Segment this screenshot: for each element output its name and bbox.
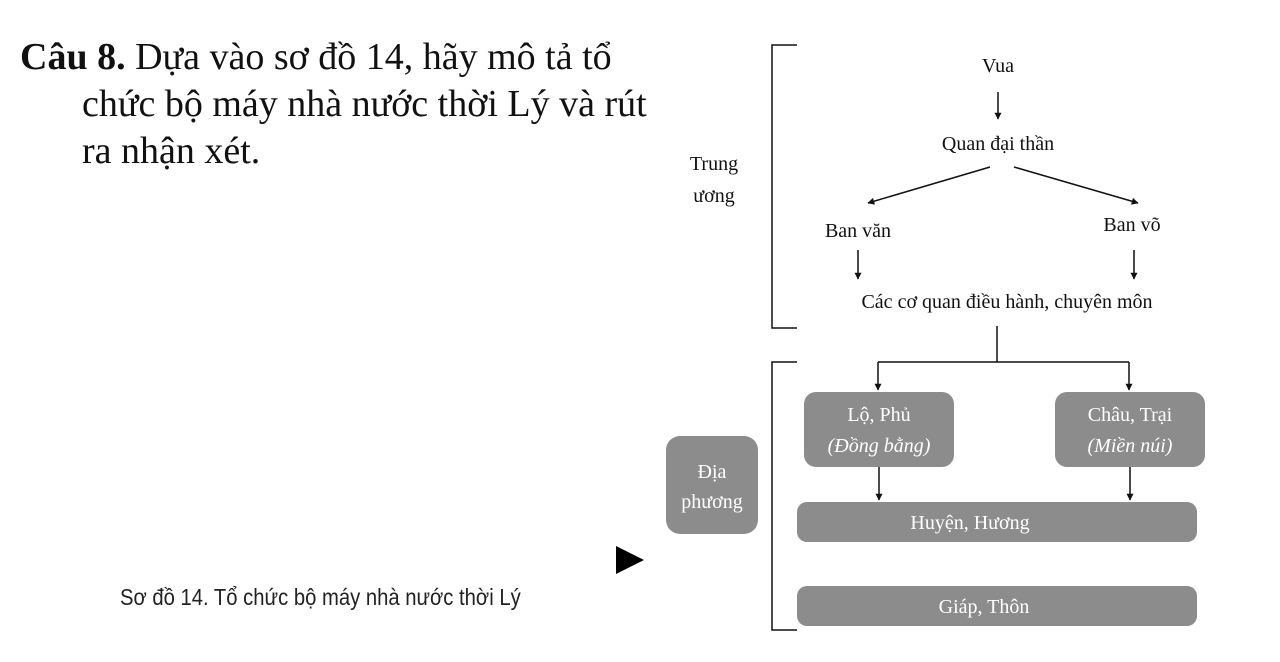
- node-chau-trai: Châu, Trại: [1088, 404, 1173, 426]
- central-label-line-1: Trung: [690, 153, 738, 175]
- central-label-line-2: ương: [693, 185, 734, 207]
- pointer-triangle-icon: [616, 546, 644, 574]
- node-giap-thon: Giáp, Thôn: [939, 596, 1030, 618]
- arrow-quan-ban-van: [867, 166, 991, 205]
- node-lo-phu-box: [804, 392, 954, 467]
- question-line-1: Câu 8. Dựa vào sơ đồ 14, hãy mô tả tổ: [20, 34, 620, 81]
- node-quan-dai-than: Quan đại thần: [942, 133, 1054, 155]
- node-ban-vo: Ban võ: [1103, 214, 1160, 236]
- question-block: Câu 8. Dựa vào sơ đồ 14, hãy mô tả tổ ch…: [20, 34, 647, 175]
- question-text-1: Dựa vào sơ đồ 14, hãy mô tả tổ: [135, 36, 612, 78]
- node-vua: Vua: [982, 55, 1014, 77]
- node-chau-trai-sub: (Miền núi): [1088, 435, 1173, 457]
- question-text-2: chức bộ máy nhà nước thời Lý và rút: [82, 83, 647, 125]
- question-text-3: ra nhận xét.: [82, 130, 261, 172]
- node-huyen-huong-box: [797, 502, 1197, 542]
- local-label-box: [666, 436, 758, 534]
- diagram-caption: Sơ đồ 14. Tổ chức bộ máy nhà nước thời L…: [120, 584, 521, 610]
- arrow-quan-ban-vo: [1013, 166, 1139, 205]
- node-giap-thon-box: [797, 586, 1197, 626]
- central-bracket: [771, 44, 797, 329]
- node-lo-phu: Lộ, Phủ: [847, 404, 910, 426]
- node-lo-phu-sub: (Đồng bằng): [828, 435, 931, 457]
- local-bracket: [771, 361, 797, 631]
- node-cac-co-quan: Các cơ quan điều hành, chuyên môn: [861, 291, 1152, 313]
- node-huyen-huong: Huyện, Hương: [910, 512, 1029, 534]
- local-label-line-1: Địa: [698, 461, 727, 483]
- node-ban-van: Ban văn: [825, 220, 891, 242]
- local-label-line-2: phương: [681, 491, 742, 513]
- node-chau-trai-box: [1055, 392, 1205, 467]
- question-label: Câu 8.: [20, 36, 126, 78]
